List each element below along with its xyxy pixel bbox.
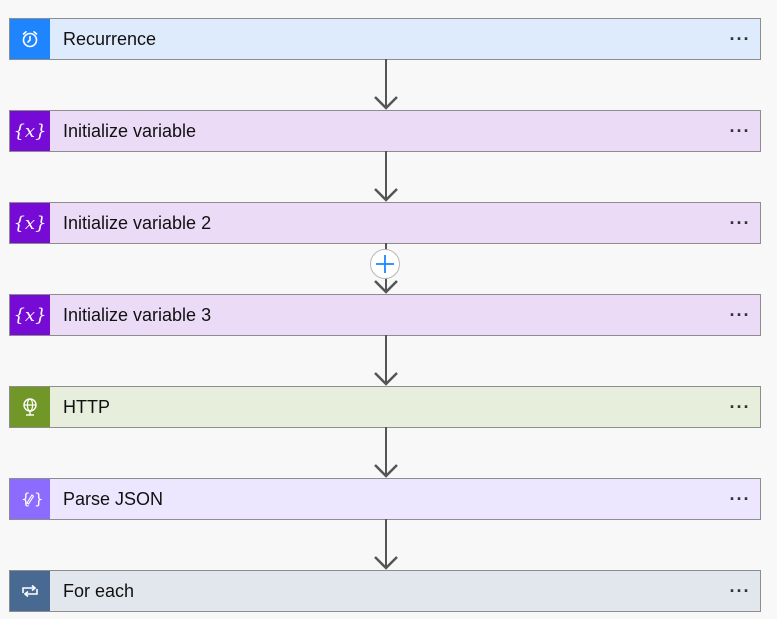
more-options-button[interactable]: ··· <box>729 488 751 509</box>
connector-arrow <box>374 335 398 386</box>
step-title: HTTP <box>63 396 110 417</box>
connector-arrow <box>374 519 398 570</box>
more-options-button[interactable]: ··· <box>729 396 751 417</box>
svg-text:}: } <box>34 490 42 508</box>
insert-step-button[interactable] <box>370 249 400 279</box>
svg-text:{𝑥}: {𝑥} <box>13 305 46 326</box>
connector-arrow <box>374 59 398 110</box>
loop-icon <box>10 571 50 611</box>
more-options-button[interactable]: ··· <box>729 120 751 141</box>
step-parse-json[interactable]: { } Parse JSON ··· <box>9 478 761 520</box>
svg-text:{𝑥}: {𝑥} <box>13 121 46 142</box>
more-options-button[interactable]: ··· <box>729 28 751 49</box>
step-recurrence[interactable]: Recurrence ··· <box>9 18 761 60</box>
step-title: Initialize variable <box>63 120 197 141</box>
step-title: Parse JSON <box>63 488 164 509</box>
step-for-each[interactable]: For each ··· <box>9 570 761 612</box>
step-title: Initialize variable 2 <box>63 212 212 233</box>
json-icon: { } <box>10 479 50 519</box>
connector-arrow <box>374 151 398 202</box>
globe-icon <box>10 387 50 427</box>
variable-icon: {𝑥} <box>10 111 50 151</box>
svg-text:{𝑥}: {𝑥} <box>13 213 46 234</box>
more-options-button[interactable]: ··· <box>729 304 751 325</box>
step-initialize-variable[interactable]: {𝑥} Initialize variable ··· <box>9 110 761 152</box>
step-title: For each <box>63 580 135 601</box>
variable-icon: {𝑥} <box>10 295 50 335</box>
more-options-button[interactable]: ··· <box>729 580 751 601</box>
plus-icon <box>376 255 394 273</box>
step-initialize-variable-2[interactable]: {𝑥} Initialize variable 2 ··· <box>9 202 761 244</box>
step-title: Recurrence <box>63 28 157 49</box>
variable-icon: {𝑥} <box>10 203 50 243</box>
step-http[interactable]: HTTP ··· <box>9 386 761 428</box>
svg-text:{: { <box>21 490 31 508</box>
more-options-button[interactable]: ··· <box>729 212 751 233</box>
step-title: Initialize variable 3 <box>63 304 212 325</box>
alarm-clock-icon <box>10 19 50 59</box>
connector-arrow <box>374 427 398 478</box>
step-initialize-variable-3[interactable]: {𝑥} Initialize variable 3 ··· <box>9 294 761 336</box>
